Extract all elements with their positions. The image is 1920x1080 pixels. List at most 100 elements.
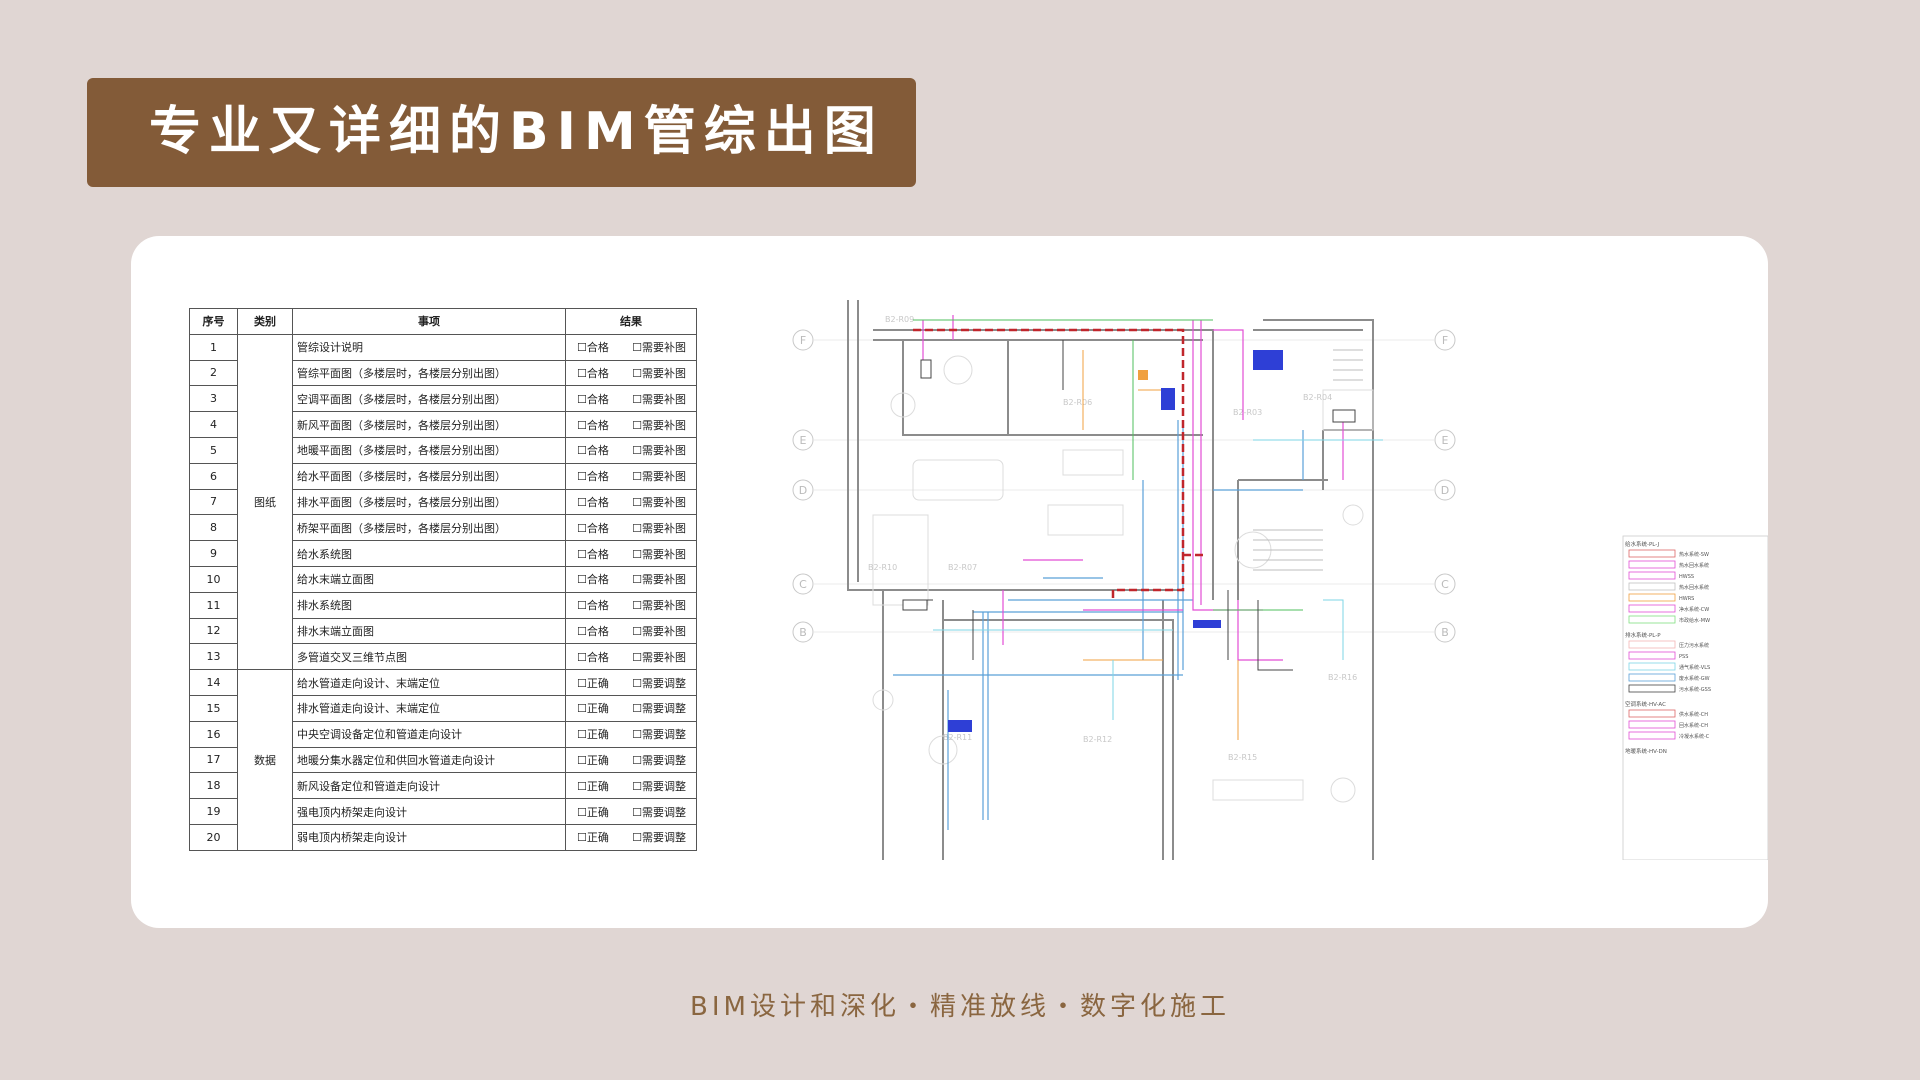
result-option-fix[interactable]: ☐需要调整 (632, 702, 686, 716)
building-walls (847, 300, 1374, 860)
result-option-pass[interactable]: ☐合格 (577, 573, 609, 587)
item-cell: 新风设备定位和管道走向设计 (292, 772, 566, 800)
result-option-fix[interactable]: ☐需要补图 (632, 547, 686, 561)
result-option-pass[interactable]: ☐合格 (577, 418, 609, 432)
grid-bubbles-left: F E D C B (792, 329, 814, 643)
result-option-fix[interactable]: ☐需要调整 (632, 676, 686, 690)
result-option-fix[interactable]: ☐需要调整 (632, 831, 686, 845)
result-option-pass[interactable]: ☐正确 (577, 805, 609, 819)
result-option-pass[interactable]: ☐正确 (577, 728, 609, 742)
stair-hatch (1253, 349, 1363, 571)
furniture-outlines (872, 355, 1374, 803)
result-option-pass[interactable]: ☐正确 (577, 702, 609, 716)
result-option-pass[interactable]: ☐合格 (577, 521, 609, 535)
room-label: B2-R10 (868, 563, 897, 572)
result-option-pass[interactable]: ☐合格 (577, 444, 609, 458)
room-label: B2-R07 (948, 563, 977, 572)
pipe-network-magenta (922, 315, 1344, 661)
page-title: 专业又详细的BIM管综出图 (149, 102, 884, 162)
legend-item-label: 废水系统-GW (1679, 675, 1710, 682)
item-cell: 给水平面图（多楼层时，各楼层分别出图） (292, 462, 566, 490)
room-label: B2-R03 (1233, 408, 1262, 417)
row-number: 6 (189, 462, 238, 490)
result-option-pass[interactable]: ☐合格 (577, 470, 609, 484)
result-option-fix[interactable]: ☐需要补图 (632, 366, 686, 380)
result-option-fix[interactable]: ☐需要调整 (632, 728, 686, 742)
result-cell: ☐合格 ☐需要补图 (565, 385, 697, 413)
item-cell: 管综设计说明 (292, 333, 566, 361)
row-number: 12 (189, 617, 238, 645)
legend-swatch (1628, 593, 1676, 602)
result-option-fix[interactable]: ☐需要补图 (632, 495, 686, 509)
result-cell: ☐正确 ☐需要调整 (565, 746, 697, 774)
result-option-fix[interactable]: ☐需要补图 (632, 521, 686, 535)
row-number: 15 (189, 694, 238, 722)
table-header-row: 序号 类别 事项 结果 (189, 308, 697, 335)
legend-swatch (1628, 684, 1676, 693)
result-cell: ☐合格 ☐需要补图 (565, 333, 697, 361)
result-option-fix[interactable]: ☐需要补图 (632, 341, 686, 355)
result-option-pass[interactable]: ☐合格 (577, 392, 609, 406)
row-number: 11 (189, 591, 238, 619)
item-cell: 强电顶内桥架走向设计 (292, 798, 566, 825)
legend-item-label: 污水系统-GSS (1679, 686, 1711, 693)
table-row: 11 排水系统图 ☐合格 ☐需要补图 (189, 591, 697, 619)
result-option-fix[interactable]: ☐需要调整 (632, 805, 686, 819)
result-option-fix[interactable]: ☐需要补图 (632, 470, 686, 484)
result-option-pass[interactable]: ☐正确 (577, 676, 609, 690)
result-option-fix[interactable]: ☐需要补图 (632, 444, 686, 458)
grid-label-B-left: B (799, 626, 807, 639)
result-option-pass[interactable]: ☐正确 (577, 831, 609, 845)
result-option-pass[interactable]: ☐合格 (577, 366, 609, 380)
footer-tagline: BIM设计和深化・精准放线・数字化施工 (690, 992, 1230, 1022)
result-option-pass[interactable]: ☐合格 (577, 650, 609, 664)
equipment-units (902, 350, 1356, 732)
result-option-pass[interactable]: ☐合格 (577, 547, 609, 561)
result-cell: ☐合格 ☐需要补图 (565, 643, 697, 671)
bim-floor-plan-drawing: F E D C B F E D C B (792, 300, 1768, 860)
legend-swatch (1628, 640, 1676, 649)
legend-group-title: 空调系统-HV-AC (1625, 700, 1666, 708)
legend-group-title: 地暖系统-HV-DN (1625, 747, 1667, 755)
legend-item-label: 热水系统-SW (1679, 551, 1709, 558)
result-option-fix[interactable]: ☐需要补图 (632, 392, 686, 406)
result-option-pass[interactable]: ☐合格 (577, 495, 609, 509)
item-cell: 排水系统图 (292, 591, 566, 619)
legend-item-label: 冷凝水系统-C (1679, 733, 1710, 740)
result-cell: ☐合格 ☐需要补图 (565, 359, 697, 387)
item-cell: 排水平面图（多楼层时，各楼层分别出图） (292, 488, 566, 516)
item-cell: 地暖分集水器定位和供回水管道走向设计 (292, 746, 566, 774)
result-option-fix[interactable]: ☐需要补图 (632, 418, 686, 432)
legend-item-label: 回水系统-CH (1679, 722, 1708, 729)
result-option-fix[interactable]: ☐需要补图 (632, 624, 686, 638)
legend-swatch (1628, 604, 1676, 613)
room-label: B2-R09 (885, 315, 914, 324)
item-cell: 给水末端立面图 (292, 565, 566, 593)
result-option-fix[interactable]: ☐需要调整 (632, 753, 686, 767)
legend-item-label: 净水系统-CW (1679, 606, 1709, 613)
result-option-pass[interactable]: ☐正确 (577, 779, 609, 793)
result-option-pass[interactable]: ☐合格 (577, 624, 609, 638)
result-option-pass[interactable]: ☐合格 (577, 341, 609, 355)
grid-label-D-right: D (1441, 484, 1449, 497)
result-option-pass[interactable]: ☐合格 (577, 599, 609, 613)
result-option-fix[interactable]: ☐需要补图 (632, 650, 686, 664)
row-number: 14 (189, 669, 238, 696)
result-option-fix[interactable]: ☐需要调整 (632, 779, 686, 793)
result-option-pass[interactable]: ☐正确 (577, 753, 609, 767)
legend-swatch (1628, 720, 1676, 729)
legend-item-label: PSS (1679, 654, 1688, 660)
result-cell: ☐正确 ☐需要调整 (565, 694, 697, 722)
row-number: 7 (189, 488, 238, 516)
grid-label-E-left: E (800, 434, 807, 447)
result-option-fix[interactable]: ☐需要补图 (632, 599, 686, 613)
result-option-fix[interactable]: ☐需要补图 (632, 573, 686, 587)
result-cell: ☐合格 ☐需要补图 (565, 436, 697, 464)
